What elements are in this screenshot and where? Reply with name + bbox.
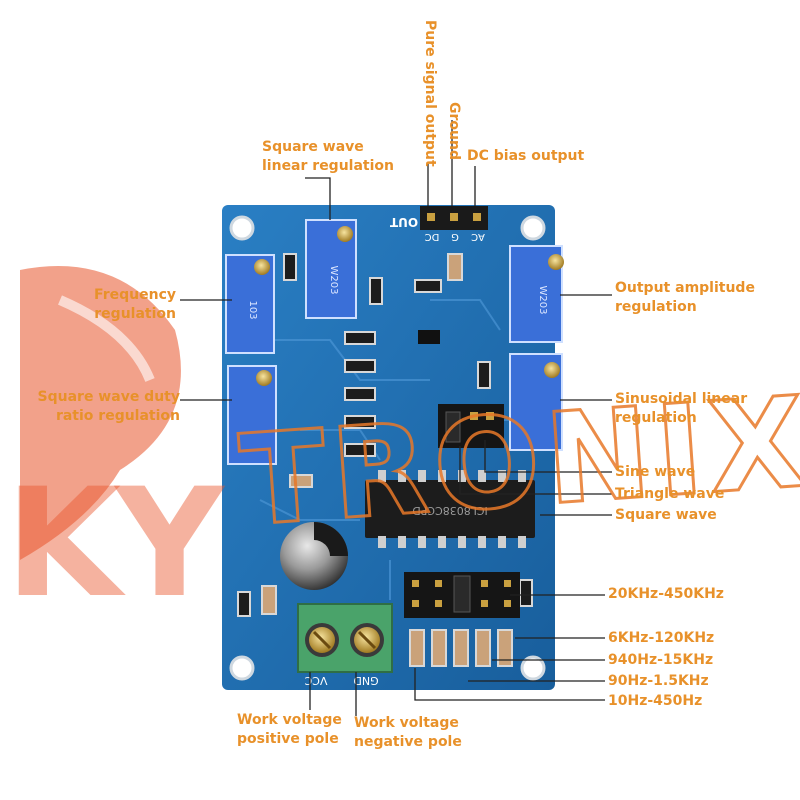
pot-text-2: 103 <box>247 300 258 319</box>
gnd-silk: GND <box>353 674 378 687</box>
label-range-10: 10Hz-450Hz <box>608 693 703 709</box>
electrolytic-capacitor <box>280 522 348 590</box>
pin-ac-label: AC <box>471 231 485 242</box>
label-duty-ratio-line1: Square wave duty <box>37 389 180 405</box>
label-triangle-wave: Triangle wave <box>615 486 725 502</box>
potentiometer-square-linear: W203 <box>305 219 357 319</box>
label-range-6k: 6KHz-120KHz <box>608 630 715 646</box>
label-range-20k: 20KHz-450KHz <box>608 586 724 602</box>
potentiometer-frequency: 103 <box>225 254 275 354</box>
output-header <box>420 206 488 230</box>
label-square-wave-linear: Square wave linear regulation <box>262 138 394 176</box>
potentiometer-output-amplitude: W203 <box>509 245 564 343</box>
label-range-90: 90Hz-1.5KHz <box>608 673 709 689</box>
potentiometer-sinusoidal <box>509 353 563 451</box>
pin-dc-label: DC <box>425 231 440 242</box>
label-square-wave-linear-line1: Square wave <box>262 139 364 155</box>
label-square-wave: Square wave <box>615 507 717 523</box>
pot-text-3: W203 <box>537 286 548 315</box>
label-frequency-regulation: Frequency regulation <box>60 286 176 324</box>
label-square-wave-linear-line2: linear regulation <box>262 158 394 174</box>
leader-lines <box>180 120 612 716</box>
label-work-voltage-negative: Work voltage negative pole <box>354 714 462 752</box>
label-vcc-line2: positive pole <box>237 731 339 747</box>
label-range-940: 940Hz-15KHz <box>608 652 714 668</box>
label-work-voltage-positive: Work voltage positive pole <box>237 711 342 749</box>
smd-capacitors <box>261 253 513 667</box>
potentiometer-duty-ratio <box>227 365 277 465</box>
label-sinusoidal-linear-line2: regulation <box>615 410 697 426</box>
mounting-holes <box>229 215 546 681</box>
pin-g-label: G <box>451 231 459 242</box>
out-label: OUT <box>389 215 418 229</box>
label-sinusoidal-linear-line1: Sinusoidal linear <box>615 391 748 407</box>
pot-text-1: W203 <box>328 266 339 295</box>
label-duty-ratio-line2: ratio regulation <box>55 408 180 424</box>
smd-resistors <box>237 253 533 617</box>
label-vcc-line1: Work voltage <box>237 712 342 728</box>
label-frequency-line1: Frequency <box>94 287 176 303</box>
label-output-amplitude-line2: regulation <box>615 299 697 315</box>
label-output-amplitude: Output amplitude regulation <box>615 279 755 317</box>
label-output-amplitude-line1: Output amplitude <box>615 280 755 296</box>
transistor-q1 <box>418 330 440 344</box>
chip-text: ICL8038CCPD <box>412 504 488 517</box>
label-duty-ratio-regulation: Square wave duty ratio regulation <box>30 388 180 426</box>
label-dc-bias-output: DC bias output <box>467 148 585 164</box>
watermark-text-left: KY <box>5 457 226 631</box>
watermark-logo <box>20 266 181 560</box>
label-sinusoidal-linear: Sinusoidal linear regulation <box>615 390 747 428</box>
label-pure-signal-output: Pure signal output <box>422 20 438 167</box>
jumper-p2 <box>438 404 504 448</box>
label-sine-wave: Sine wave <box>615 464 696 480</box>
label-gnd-line1: Work voltage <box>354 715 459 731</box>
label-frequency-line2: regulation <box>94 306 176 322</box>
label-ground: Ground <box>446 102 462 160</box>
terminal-block <box>297 603 393 673</box>
vcc-silk: VCC <box>304 674 327 687</box>
label-gnd-line2: negative pole <box>354 734 462 750</box>
jumper-p3 <box>404 572 520 618</box>
